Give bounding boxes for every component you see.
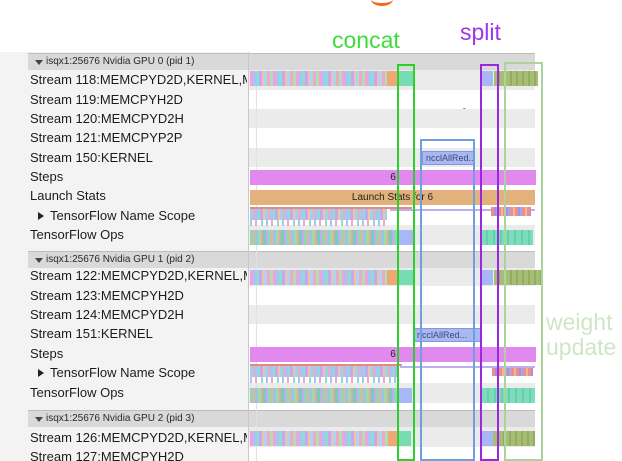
name-scope-teeth (250, 377, 398, 383)
stream-118-concat-segment[interactable] (398, 71, 414, 86)
stream-118-kernel-bar[interactable] (250, 71, 387, 86)
launch-stats-bar[interactable]: Launch Stats for 6 (250, 190, 535, 205)
row-stripe (249, 305, 535, 324)
column-divider[interactable] (248, 52, 249, 461)
nccl-annotation-box (420, 139, 475, 461)
row-stripe (249, 109, 535, 128)
row-label-tf-name-scope[interactable]: TensorFlow Name Scope (50, 208, 196, 223)
tf-ops-right-segment[interactable] (481, 230, 533, 245)
expand-icon[interactable] (38, 369, 44, 377)
row-label-stream-126[interactable]: Stream 126:MEMCPYD2D,KERNEL,MI (30, 430, 247, 445)
section-header-gpu0[interactable]: isqx1:25676 Nvidia GPU 0 (pid 1) (28, 53, 535, 70)
row-label-stream-122[interactable]: Stream 122:MEMCPYD2D,KERNEL,MI (30, 268, 247, 283)
stream-122-memcpy-segment[interactable] (387, 270, 398, 285)
row-label-stream-151[interactable]: Stream 151:KERNEL (30, 326, 153, 341)
name-scope-topline (250, 207, 412, 209)
cropped-orange-glyph (371, 0, 393, 6)
annotation-update-label: update (546, 334, 617, 360)
tf-ops-periwinkle-segment[interactable] (398, 230, 413, 245)
stream-126-memcpy-segment[interactable] (388, 431, 398, 446)
annotation-weight-label: weight (546, 309, 613, 335)
collapse-icon[interactable] (35, 258, 43, 263)
stream-126-kernel-bar[interactable] (250, 431, 388, 446)
row-label-tf-ops[interactable]: TensorFlow Ops (30, 227, 124, 242)
name-scope-right-segment[interactable] (492, 368, 533, 376)
row-label-stream-118[interactable]: Stream 118:MEMCPYD2D,KERNEL,ME (30, 72, 247, 87)
stream-126-split-segment[interactable] (482, 431, 493, 446)
row-label-stream-123[interactable]: Stream 123:MEMCPYH2D (30, 288, 184, 303)
name-scope-lavender-line (400, 366, 535, 368)
row-label-steps[interactable]: Steps (30, 169, 64, 184)
split-annotation-box (480, 64, 499, 461)
row-label-stream-121[interactable]: Stream 121:MEMCPYP2P (30, 130, 183, 145)
tf-ops-right-segment[interactable] (482, 388, 535, 403)
row-label-stream-124[interactable]: Stream 124:MEMCPYD2H (30, 307, 184, 322)
stream-126-concat-segment[interactable] (398, 431, 411, 446)
name-scope-topline (250, 364, 402, 366)
concat-annotation-box (397, 64, 415, 461)
row-label-tf-name-scope[interactable]: TensorFlow Name Scope (50, 365, 196, 380)
stream-122-kernel-bar[interactable] (250, 270, 387, 285)
section-header-label: isqx1:25676 Nvidia GPU 1 (pid 2) (46, 254, 195, 265)
annotation-concat-label: concat (332, 27, 400, 53)
row-label-stream-119[interactable]: Stream 119:MEMCPYH2D (30, 92, 183, 107)
tf-ops-periwinkle-segment[interactable] (397, 388, 412, 403)
stream-118-memcpy-segment[interactable] (387, 71, 398, 86)
section-header-label: isqx1:25676 Nvidia GPU 0 (pid 1) (46, 56, 195, 67)
row-label-steps[interactable]: Steps (30, 346, 64, 361)
tf-ops-band[interactable] (250, 388, 397, 403)
name-scope-lavender-line (390, 209, 535, 211)
stream-118-split-segment[interactable] (482, 71, 493, 86)
name-scope-band[interactable] (250, 209, 387, 220)
weight-update-annotation-box (504, 62, 543, 461)
tf-ops-band[interactable] (250, 230, 398, 245)
row-label-tf-ops[interactable]: TensorFlow Ops (30, 385, 124, 400)
row-label-stream-120[interactable]: Stream 120:MEMCPYD2H (30, 111, 184, 126)
name-scope-band[interactable] (250, 366, 398, 377)
row-label-stream-127[interactable]: Stream 127:MEMCPYH2D (30, 449, 184, 461)
steps-bar[interactable]: 6 (250, 170, 536, 185)
collapse-icon[interactable] (35, 60, 43, 65)
steps-bar[interactable]: 6 (250, 347, 536, 362)
row-label-launch-stats[interactable]: Launch Stats (30, 188, 106, 203)
section-header-label: isqx1:25676 Nvidia GPU 2 (pid 3) (46, 413, 195, 424)
section-header-gpu2[interactable]: isqx1:25676 Nvidia GPU 2 (pid 3) (28, 410, 535, 427)
name-scope-teeth (250, 220, 387, 226)
stream-122-split-segment[interactable] (482, 270, 493, 285)
expand-icon[interactable] (38, 212, 44, 220)
section-header-gpu1[interactable]: isqx1:25676 Nvidia GPU 1 (pid 2) (28, 251, 535, 268)
timeline-gridline (256, 70, 257, 461)
stream-122-concat-segment[interactable] (398, 270, 414, 285)
annotation-split-label: split (460, 19, 501, 45)
collapse-icon[interactable] (35, 417, 43, 422)
row-label-stream-150[interactable]: Stream 150:KERNEL (30, 150, 153, 165)
name-scope-right-segment[interactable] (491, 207, 531, 216)
stream-126-weight-update-segment[interactable] (493, 431, 535, 446)
